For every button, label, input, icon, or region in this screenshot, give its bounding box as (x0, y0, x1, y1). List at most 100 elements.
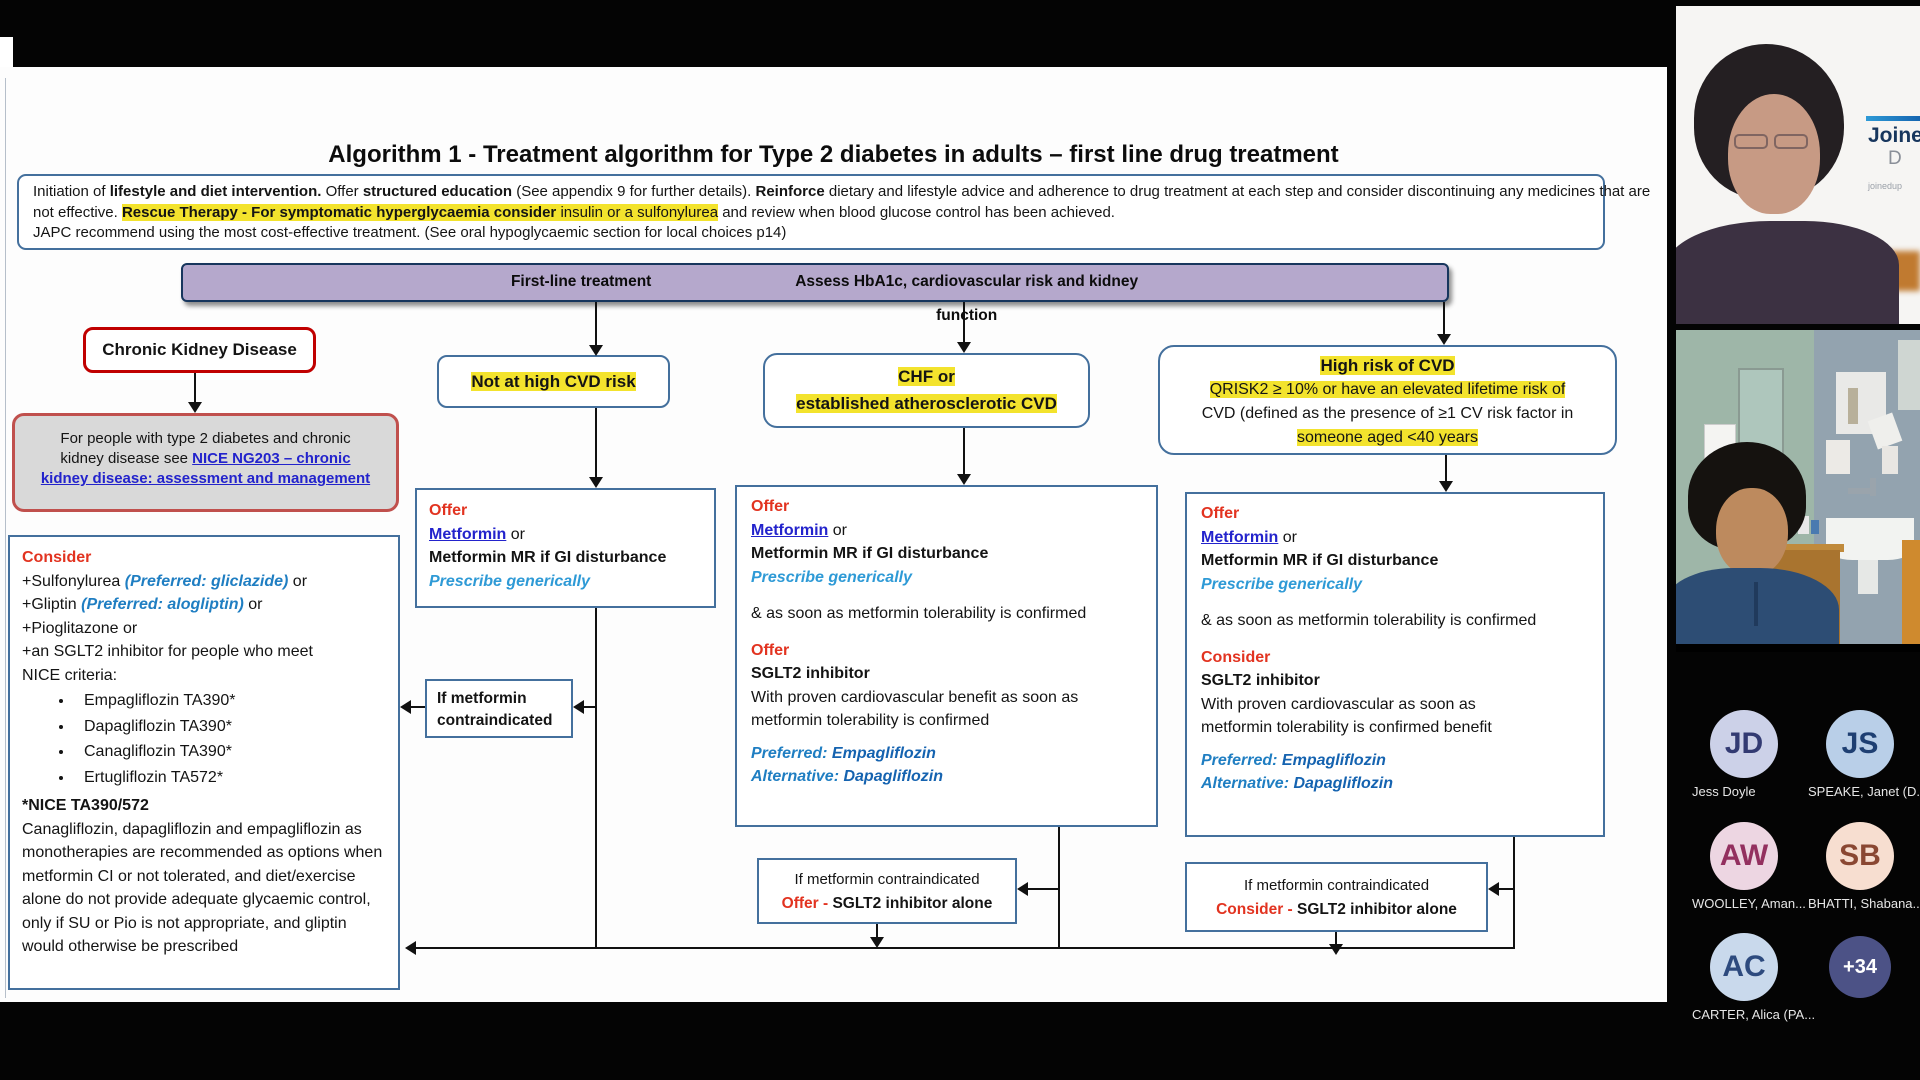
prescribe-generically-line: Prescribe generically (751, 568, 912, 586)
consider-sglt2-alone-line: Consider - SGLT2 inhibitor alone (1216, 901, 1457, 918)
cv-benefit-line-2: metformin tolerability is confirmed bene… (1201, 719, 1492, 736)
list-item: Empagliflozin TA390* (74, 688, 386, 714)
video-tile-speaker-2[interactable] (1676, 330, 1920, 652)
if-metformin-contraindicated-box-left: If metformin contraindicated (425, 679, 573, 738)
tolerability-line: & as soon as metformin tolerability is c… (1201, 612, 1537, 629)
consider-alternatives-box: Consider +Sulfonylurea (Preferred: glicl… (8, 535, 400, 990)
chf-line-2: established atherosclerotic CVD (796, 394, 1057, 413)
intro-line-3: JAPC recommend using the most cost-effec… (33, 224, 787, 241)
consider-line-gliptin: +Gliptin (Preferred: alogliptin) or (22, 596, 263, 613)
bottle (1811, 520, 1819, 534)
list-item: Ertugliflozin TA572* (74, 765, 386, 791)
avatar[interactable]: AW (1710, 822, 1778, 890)
offer-sglt2-alone-line: Offer - SGLT2 inhibitor alone (781, 895, 993, 912)
if-metformin-line-1: If metformin (437, 690, 527, 707)
first-line-treatment-label: First-line treatment (510, 273, 652, 290)
if-metformin-line: If metformin contraindicated (794, 871, 980, 888)
ckd-info-line-2[interactable]: kidney disease see NICE NG203 – chronic (60, 450, 351, 467)
preferred-empagliflozin-line: Preferred: Empagliflozin (751, 744, 936, 762)
consider-line-pioglitazone: +Pioglitazone or (22, 619, 138, 637)
joined-up-logo-text-2: D (1888, 148, 1902, 169)
sglt2-options-list: Empagliflozin TA390* Dapagliflozin TA390… (22, 688, 386, 790)
cv-benefit-line-2: metformin tolerability is confirmed (751, 712, 990, 729)
person-face (1716, 488, 1788, 576)
window-edge-fragment (0, 37, 13, 67)
cabinet (1898, 340, 1920, 410)
consider-sglt2-label: Consider (1201, 648, 1271, 666)
consider-line-sulfonylurea: +Sulfonylurea (Preferred: gliclazide) or (22, 572, 308, 590)
consider-line-sglt2: +an SGLT2 inhibitor for people who meet (22, 643, 313, 660)
glasses-icon (1734, 134, 1768, 149)
participant-tile[interactable]: JD Jess Doyle (1686, 710, 1802, 799)
consider-heading: Consider (22, 549, 92, 566)
intro-line-2: not effective. Rescue Therapy - For symp… (33, 203, 1115, 221)
metformin-mr-line: Metformin MR if GI disturbance (1201, 552, 1439, 569)
nice-ta-footnote-text: Canagliflozin, dapagliflozin and empagli… (22, 820, 383, 956)
offer-metformin-sglt2-box-middle: Offer Metformin or Metformin MR if GI di… (735, 485, 1158, 827)
cv-benefit-line-1: With proven cardiovascular benefit as so… (751, 688, 1079, 706)
offer-sglt2-label: Offer (751, 641, 790, 659)
nice-ng203-link[interactable]: kidney disease: assessment and managemen… (40, 470, 371, 487)
offer-metformin-sglt2-box-right: Offer Metformin or Metformin MR if GI di… (1185, 492, 1605, 837)
intro-box: Initiation of lifestyle and diet interve… (17, 174, 1651, 250)
avatar[interactable]: AC (1710, 933, 1778, 1001)
logo-accent-line (1866, 116, 1920, 121)
glasses-icon (1774, 134, 1808, 149)
metformin-line[interactable]: Metformin or (751, 521, 847, 539)
metformin-line[interactable]: Metformin or (1201, 528, 1297, 546)
high-risk-cvd-box: High risk of CVD QRISK2 ≥ 10% or have an… (1158, 345, 1617, 455)
metformin-line[interactable]: Metformin or (429, 525, 525, 543)
page-title: Algorithm 1 - Treatment algorithm for Ty… (328, 141, 1339, 168)
avatar[interactable]: JS (1826, 710, 1894, 778)
participant-name: CARTER, Alica (PA... (1692, 1007, 1816, 1022)
participant-name: BHATTI, Shabana... (1808, 896, 1920, 911)
participant-name: WOOLLEY, Aman... (1692, 896, 1806, 911)
participant-tile[interactable]: AW WOOLLEY, Aman... (1686, 822, 1806, 911)
offer-metformin-box-left: Offer Metformin or Metformin MR if GI di… (415, 488, 716, 608)
bottle (1798, 516, 1809, 534)
person-face (1728, 94, 1820, 214)
cv-benefit-line-1: With proven cardiovascular as soon as (1201, 695, 1476, 713)
desk-top (1764, 544, 1844, 552)
if-metformin-line: If metformin contraindicated (1243, 877, 1430, 894)
participant-tile[interactable]: JS SPEAKE, Janet (D... (1802, 710, 1920, 799)
video-tile-speaker-1[interactable]: Joine D joinedup (1676, 6, 1920, 324)
dispenser-slot (1848, 388, 1858, 424)
metformin-mr-line: Metformin MR if GI disturbance (751, 545, 989, 562)
sglt2-inhibitor-line: SGLT2 inhibitor (751, 665, 870, 682)
if-metformin-line-2: contraindicated (437, 712, 553, 729)
intro-line-1: Initiation of lifestyle and diet interve… (33, 183, 1651, 200)
tile-divider (1676, 644, 1920, 652)
list-item: Canagliflozin TA390* (74, 739, 386, 765)
sink (1826, 518, 1914, 560)
soap-dispenser (1826, 440, 1850, 474)
participant-tile[interactable]: AC CARTER, Alica (PA... (1686, 933, 1816, 1022)
participant-name: SPEAKE, Janet (D... (1808, 784, 1920, 799)
page-border-line (5, 78, 6, 998)
first-line-treatment-bar: First-line treatment Assess HbA1c, cardi… (181, 263, 1449, 324)
alternative-dapagliflozin-line: Alternative: Dapagliflozin (751, 768, 944, 785)
preferred-empagliflozin-line: Preferred: Empagliflozin (1201, 751, 1386, 769)
shirt-placket (1754, 582, 1758, 626)
high-risk-line-2: QRISK2 ≥ 10% or have an elevated lifetim… (1209, 381, 1566, 398)
not-high-cvd-risk-label: Not at high CVD risk (471, 371, 636, 391)
chf-box: CHF or established atherosclerotic CVD (763, 353, 1090, 428)
prescribe-generically-line: Prescribe generically (1201, 575, 1362, 593)
high-risk-line-4: someone aged <40 years (1296, 429, 1478, 446)
nice-ta-footnote-heading: *NICE TA390/572 (22, 797, 149, 814)
metformin-mr-line: Metformin MR if GI disturbance (429, 549, 667, 566)
high-risk-line-3: CVD (defined as the presence of ≥1 CV ri… (1201, 405, 1574, 422)
assess-hba1c-label: Assess HbA1c, cardiovascular risk and ki… (795, 273, 1139, 324)
avatar[interactable]: JD (1710, 710, 1778, 778)
avatar[interactable]: SB (1826, 822, 1894, 890)
list-item: Dapagliflozin TA390* (74, 714, 386, 740)
ckd-info-box: For people with type 2 diabetes and chro… (12, 413, 399, 512)
alternative-dapagliflozin-line: Alternative: Dapagliflozin (1201, 775, 1394, 792)
participant-name: Jess Doyle (1692, 784, 1756, 799)
not-high-cvd-risk-box: Not at high CVD risk (437, 355, 670, 408)
prescribe-generically-line: Prescribe generically (429, 572, 590, 590)
participant-overflow-tile[interactable]: +34 (1802, 933, 1918, 998)
participant-tile[interactable]: SB BHATTI, Shabana... (1802, 822, 1920, 911)
overflow-count-badge[interactable]: +34 (1829, 936, 1891, 998)
